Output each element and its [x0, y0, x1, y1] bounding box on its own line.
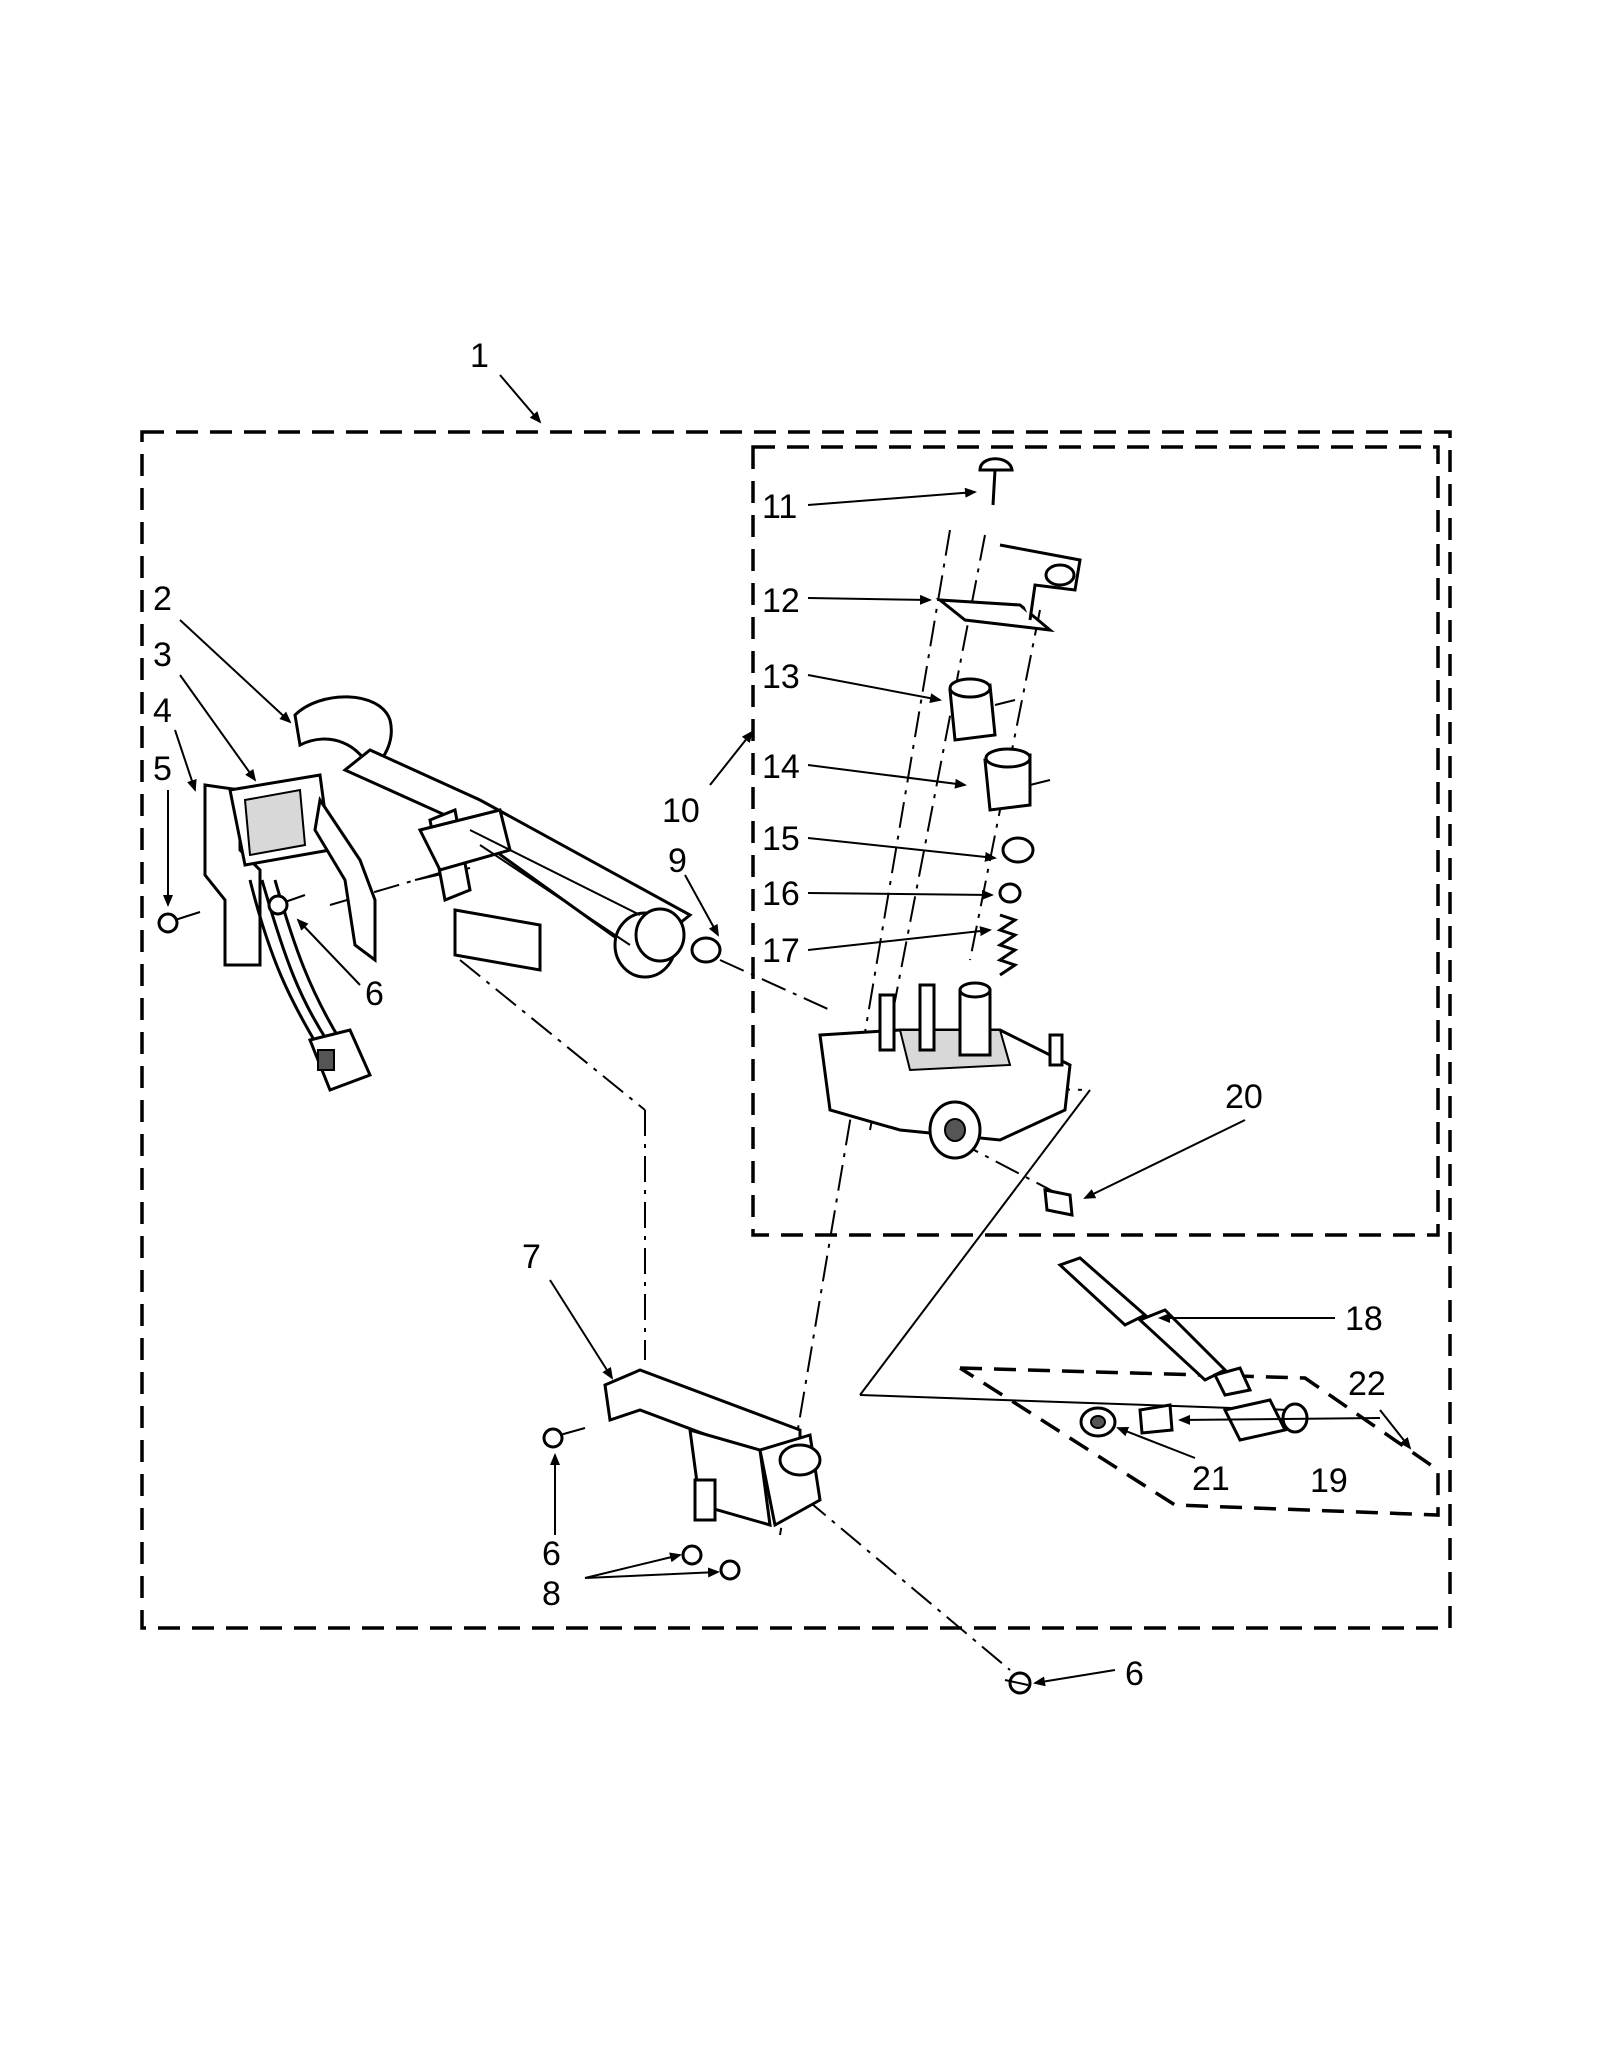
coil-13 — [948, 677, 1016, 742]
callout-6-bracket: 6 — [542, 1535, 561, 1573]
gas-valve — [818, 981, 1072, 1160]
callout-7: 7 — [522, 1238, 541, 1276]
screw-icon — [1004, 1671, 1032, 1695]
mounting-bracket — [603, 1368, 822, 1528]
callout-6-left: 6 — [365, 975, 384, 1013]
callout-1: 1 — [470, 337, 489, 375]
callout-12: 12 — [762, 582, 800, 620]
callout-10: 10 — [662, 792, 700, 830]
callout-13: 13 — [762, 658, 800, 696]
callout-18: 18 — [1345, 1300, 1383, 1338]
callout-15: 15 — [762, 820, 800, 858]
parts-15-17 — [996, 836, 1035, 977]
callout-6-right: 6 — [1125, 1655, 1144, 1693]
screw-icon — [267, 894, 306, 916]
screw-11 — [978, 457, 1014, 506]
kit-22-outline — [959, 1366, 1440, 1517]
valve-assembly-boundary — [751, 445, 1440, 1237]
callout-22: 22 — [1348, 1365, 1386, 1403]
callout-16: 16 — [762, 875, 800, 913]
callout-14: 14 — [762, 748, 800, 786]
callout-2: 2 — [153, 580, 172, 618]
fittings-19-21 — [1079, 1398, 1309, 1442]
igniter-bracket-assembly — [157, 773, 377, 1092]
callout-4: 4 — [153, 692, 172, 730]
screw-icon — [681, 1544, 741, 1581]
callout-21: 21 — [1192, 1460, 1230, 1498]
bracket-12 — [935, 543, 1082, 633]
callout-17: 17 — [762, 932, 800, 970]
screw-icon — [542, 1427, 586, 1449]
kit-boundary — [140, 430, 1452, 1630]
callout-20: 20 — [1225, 1078, 1263, 1116]
callout-11: 11 — [762, 488, 797, 526]
callout-5: 5 — [153, 750, 172, 788]
screw-icon — [157, 911, 201, 934]
callout-19: 19 — [1310, 1462, 1348, 1500]
callout-3: 3 — [153, 636, 172, 674]
orifice-tubes-18 — [1057, 1256, 1253, 1397]
coil-14 — [983, 747, 1051, 812]
callout-8: 8 — [542, 1575, 561, 1613]
fitting-20 — [1043, 1188, 1074, 1217]
fitting-9 — [690, 936, 722, 964]
leader-lines — [163, 374, 1412, 1687]
callout-9: 9 — [668, 842, 687, 880]
burner-tube — [293, 695, 693, 979]
